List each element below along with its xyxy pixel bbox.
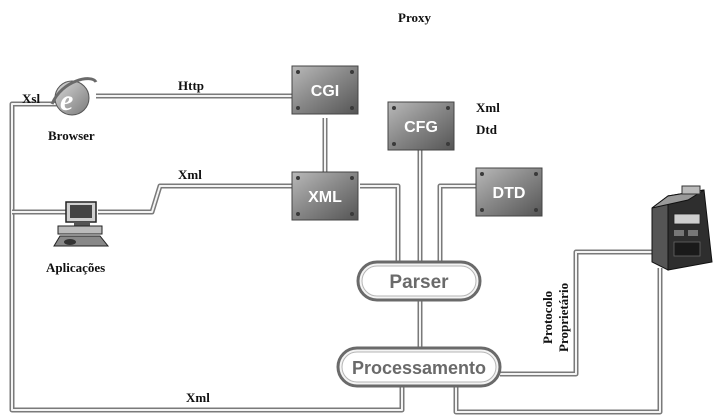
http-label: Http — [178, 78, 204, 93]
connection-wires — [12, 96, 660, 412]
processamento-node: Processamento — [338, 348, 500, 386]
xml-node-label: XML — [308, 189, 342, 206]
cfg-box: CFG — [388, 102, 454, 150]
protocolo-label: Protocolo — [540, 291, 555, 344]
processamento-label: Processamento — [352, 358, 486, 378]
internet-explorer-icon: e — [52, 79, 96, 117]
dtd-box: DTD — [476, 168, 542, 216]
browser-label: Browser — [48, 128, 95, 143]
xml-apps-label: Xml — [178, 167, 202, 182]
cfg-dtd-label: Dtd — [476, 122, 498, 137]
xml-bottom-label: Xml — [186, 390, 210, 405]
cgi-box: CGI — [292, 66, 358, 114]
cfg-xml-label: Xml — [476, 100, 500, 115]
parser-node: Parser — [358, 262, 480, 300]
xsl-label: Xsl — [22, 91, 40, 106]
proprietario-label: Proprietário — [556, 283, 571, 352]
diagram-title: Proxy — [398, 10, 431, 25]
computer-workstation-icon — [54, 202, 108, 246]
cgi-label: CGI — [311, 83, 339, 100]
dtd-label: DTD — [493, 185, 526, 202]
xml-box: XML — [292, 172, 358, 220]
hardware-device-icon — [652, 186, 712, 270]
aplicacoes-label: Aplicações — [46, 260, 105, 275]
parser-label: Parser — [389, 272, 449, 293]
cfg-label: CFG — [404, 119, 438, 136]
